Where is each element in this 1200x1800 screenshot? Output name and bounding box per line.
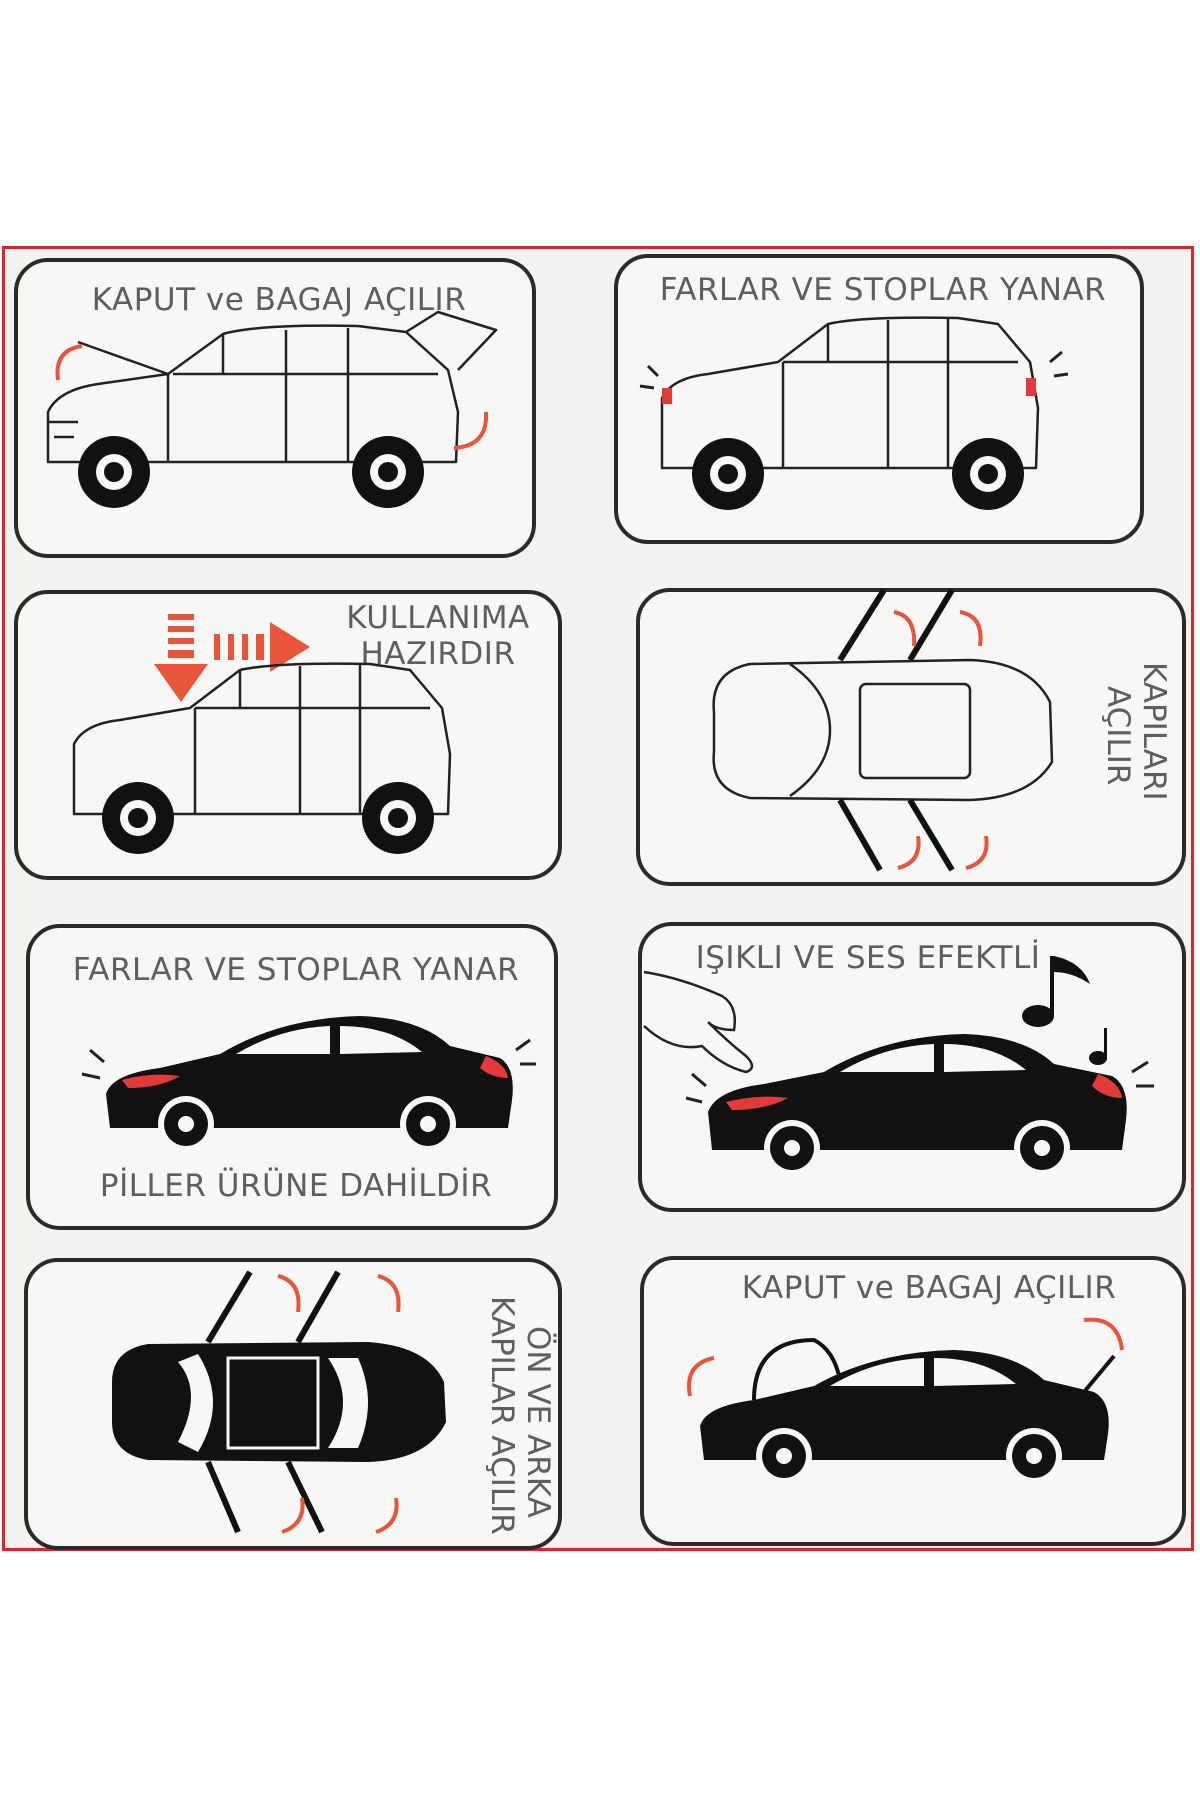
suv-lights-on-icon	[639, 316, 1069, 510]
panel-front-rear-doors: ÖN VE ARKA KAPILAR AÇILIR	[24, 1258, 562, 1550]
panel-label: IŞIKLI VE SES EFEKTLİ	[695, 940, 1041, 976]
panel-footer: PİLLER ÜRÜNE DAHİLDİR	[99, 1168, 493, 1204]
suv-top-doors-open-icon	[712, 588, 1054, 872]
panel-lights-suv: FARLAR VE STOPLAR YANAR	[614, 254, 1144, 544]
panel-lights-sedan: FARLAR VE STOPLAR YANAR PİLLER ÜRÜNE DAH…	[26, 924, 558, 1230]
panel-label: FARLAR VE STOPLAR YANAR	[72, 952, 520, 988]
panel-hood-trunk-sedan: KAPUT ve BAGAJ AÇILIR	[640, 1256, 1186, 1546]
suv-hood-trunk-open-icon	[46, 310, 498, 508]
panel-label: KAPUT ve BAGAJ AÇILIR	[741, 1270, 1117, 1306]
sedan-top-doors-open-icon	[112, 1270, 446, 1534]
sedan-lights-on-icon	[81, 1016, 536, 1152]
sedan-touch-sound-icon	[643, 956, 1154, 1176]
panel-label-line1: KULLANIMA	[346, 600, 530, 636]
panel-hood-trunk-suv: KAPUT ve BAGAJ AÇILIR	[14, 258, 536, 558]
panel-label: FARLAR VE STOPLAR YANAR	[659, 272, 1107, 308]
panel-ready-to-use: KULLANIMA HAZIRDIR	[14, 590, 562, 880]
suv-ready-arrows-icon	[72, 614, 452, 854]
sedan-hood-trunk-open-icon	[687, 1317, 1124, 1484]
panel-light-sound-effects: IŞIKLI VE SES EFEKTLİ	[638, 922, 1186, 1212]
panel-doors-open-suv: KAPILARI AÇILIR	[636, 588, 1186, 886]
panel-label: KAPUT ve BAGAJ AÇILIR	[91, 282, 467, 318]
